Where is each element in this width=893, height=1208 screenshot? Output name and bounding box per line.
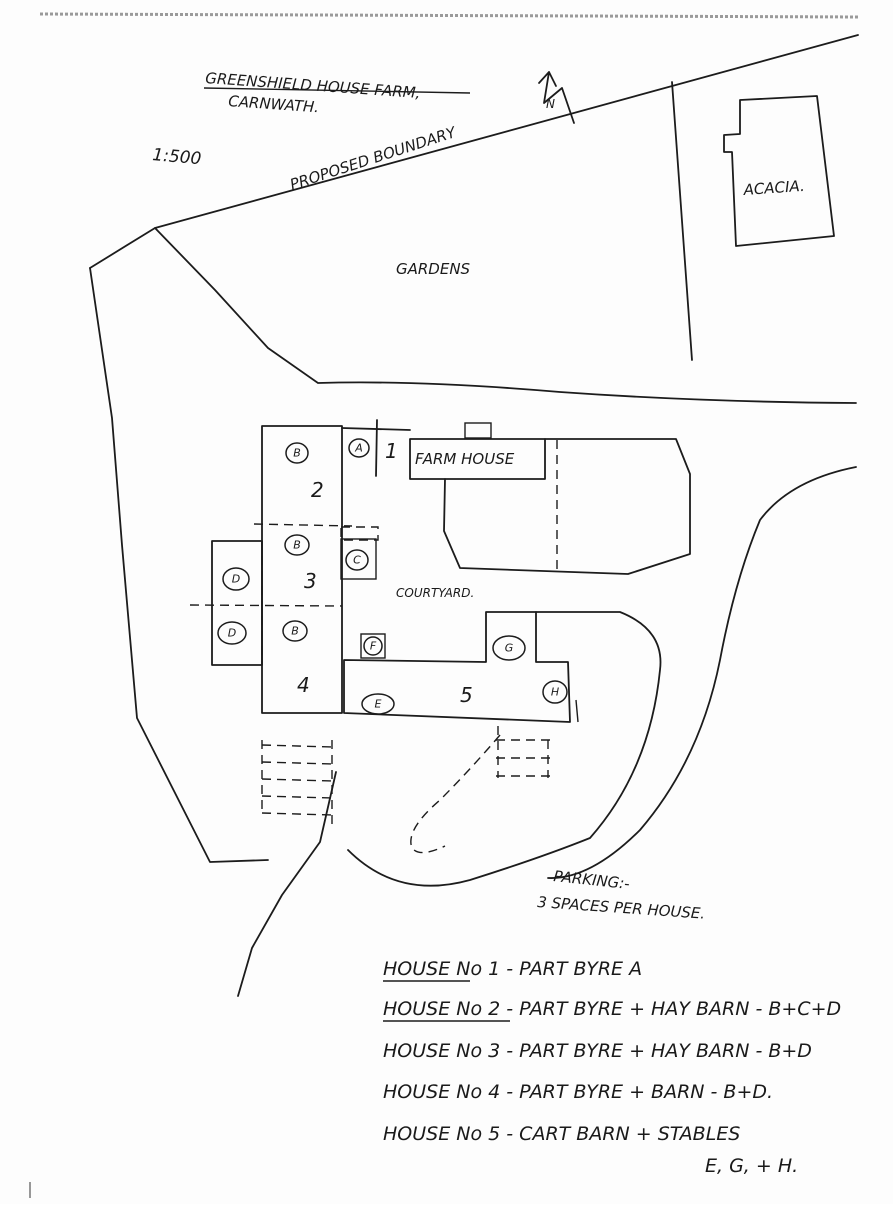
acacia-label: ACACIA. [742,177,805,199]
acacia-building [723,95,835,247]
svg-text:C: C [353,554,361,567]
unit-f-box [360,633,386,659]
legend-house-4: HOUSE No 4 - PART BYRE + BARN - B+D. [383,1081,773,1103]
hay-barn-d [211,540,263,666]
dashed-extension-c [340,526,379,541]
scan-edge [39,12,861,19]
access-road-west-edge [237,771,337,997]
farmhouse-chimney [464,422,492,439]
svg-text:D: D [228,627,236,640]
west-boundary [89,267,269,863]
unit-marker-d: D [222,567,250,591]
house-number-3: 3 [304,569,317,593]
unit-marker-a: A [348,438,370,458]
title-underline [203,87,471,94]
boundary-label: PROPOSED BOUNDARY [288,123,460,194]
unit-marker-d: D [217,621,247,645]
access-road-curve [347,611,662,887]
gardens-label: GARDENS [396,260,471,278]
legend-house-2: HOUSE No 2 - PART BYRE + HAY BARN - B+C+… [383,998,841,1020]
parking-bays-south [496,726,550,778]
scale-label: 1:500 [152,145,203,169]
south-range-block [343,611,571,723]
west-range-block [261,425,343,714]
farmhouse-extension [443,438,691,575]
gardens-east-edge [671,81,693,361]
unit-1-divider [375,419,378,477]
house-number-1: 1 [385,439,398,463]
svg-text:A: A [354,442,363,455]
house-number-2: 2 [311,478,324,502]
svg-text:B: B [291,625,299,638]
svg-text:E: E [375,698,382,711]
unit-marker-f: F [363,636,383,656]
north-arrow-icon: N [538,71,575,124]
unit-marker-c: C [345,549,369,571]
svg-text:G: G [505,642,514,655]
unit-marker-b: B [284,534,310,556]
unit-marker-b: B [282,620,308,642]
title-line-2: CARNWATH. [228,92,320,116]
svg-text:D: D [232,573,240,586]
svg-text:H: H [551,686,559,699]
parking-loop [410,734,501,854]
house-number-5: 5 [460,683,473,707]
south-range-stub [575,699,579,723]
house-number-4: 4 [297,673,310,697]
legend-house-3: HOUSE No 3 - PART BYRE + HAY BARN - B+D [383,1040,812,1062]
legend-house-5: HOUSE No 5 - CART BARN + STABLES [383,1123,740,1145]
svg-text:N: N [546,97,555,111]
parking-bays-west [261,740,333,830]
legend-house-5-units: E, G, + H. [705,1155,798,1177]
farmhouse-building [409,438,546,480]
unit-marker-g: G [492,635,526,661]
house-3-4-divider [189,604,343,607]
access-road-east-edge [547,466,857,879]
house-2-3-divider [253,523,353,527]
gardens-south-edge [154,227,857,404]
parking-note-line-2: 3 SPACES PER HOUSE. [537,893,706,923]
unit-marker-b: B [285,442,309,464]
unit-c-box [340,538,377,580]
courtyard-label: COURTYARD. [396,586,474,600]
legend-house-1: HOUSE No 1 - PART BYRE A [383,958,642,980]
svg-text:B: B [293,447,301,460]
legend: HOUSE No 1 - PART BYRE A HOUSE No 2 - PA… [383,958,841,1177]
svg-text:F: F [370,640,377,653]
unit-marker-e: E [361,693,395,715]
parking-note-line-1: PARKING:- [553,867,631,893]
svg-text:B: B [293,539,301,552]
unit-marker-h: H [542,680,568,704]
farmhouse-label: FARM HOUSE [415,450,515,468]
